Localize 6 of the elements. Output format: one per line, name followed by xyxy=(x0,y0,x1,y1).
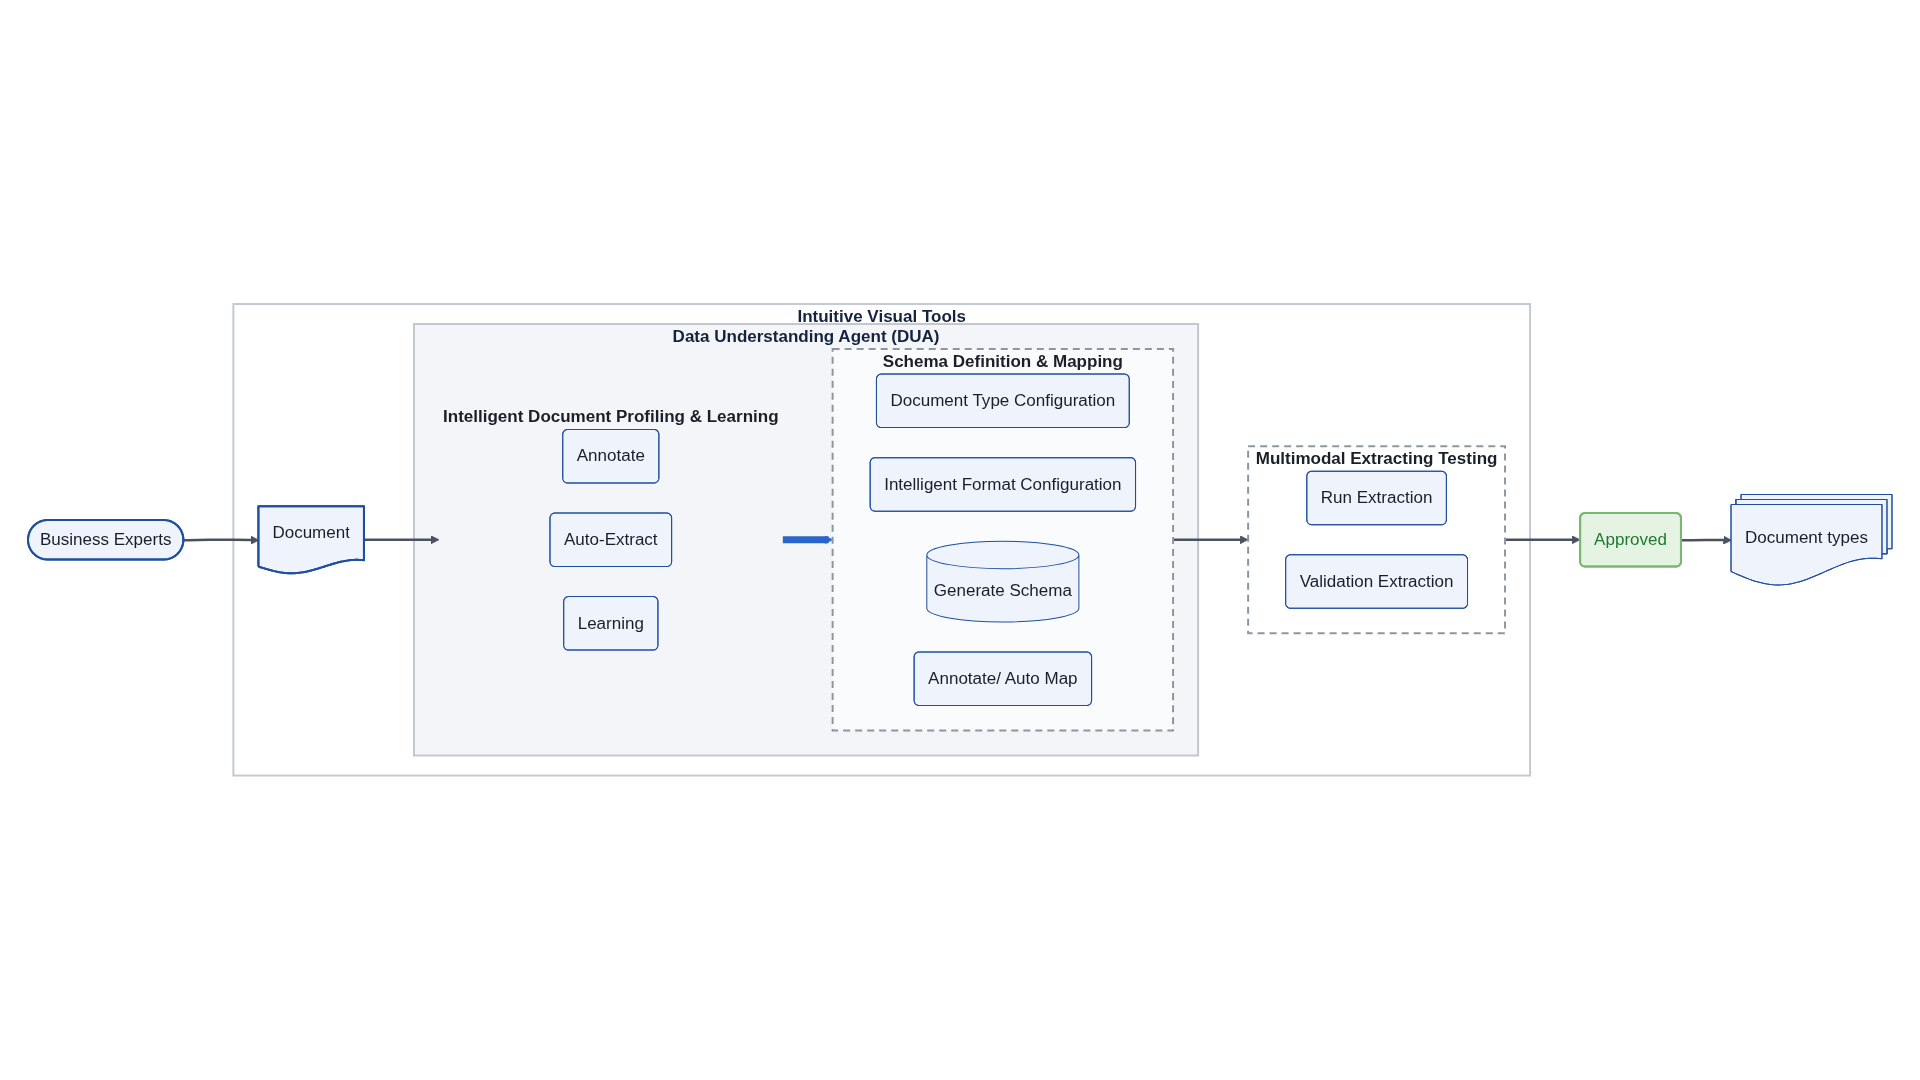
arrow xyxy=(1505,535,1581,545)
arrow xyxy=(1173,535,1249,545)
arrow xyxy=(1681,535,1732,545)
arrow xyxy=(183,535,260,545)
node-text: Intelligent Document Profiling & Learning xyxy=(443,407,779,427)
arrow xyxy=(363,535,440,545)
